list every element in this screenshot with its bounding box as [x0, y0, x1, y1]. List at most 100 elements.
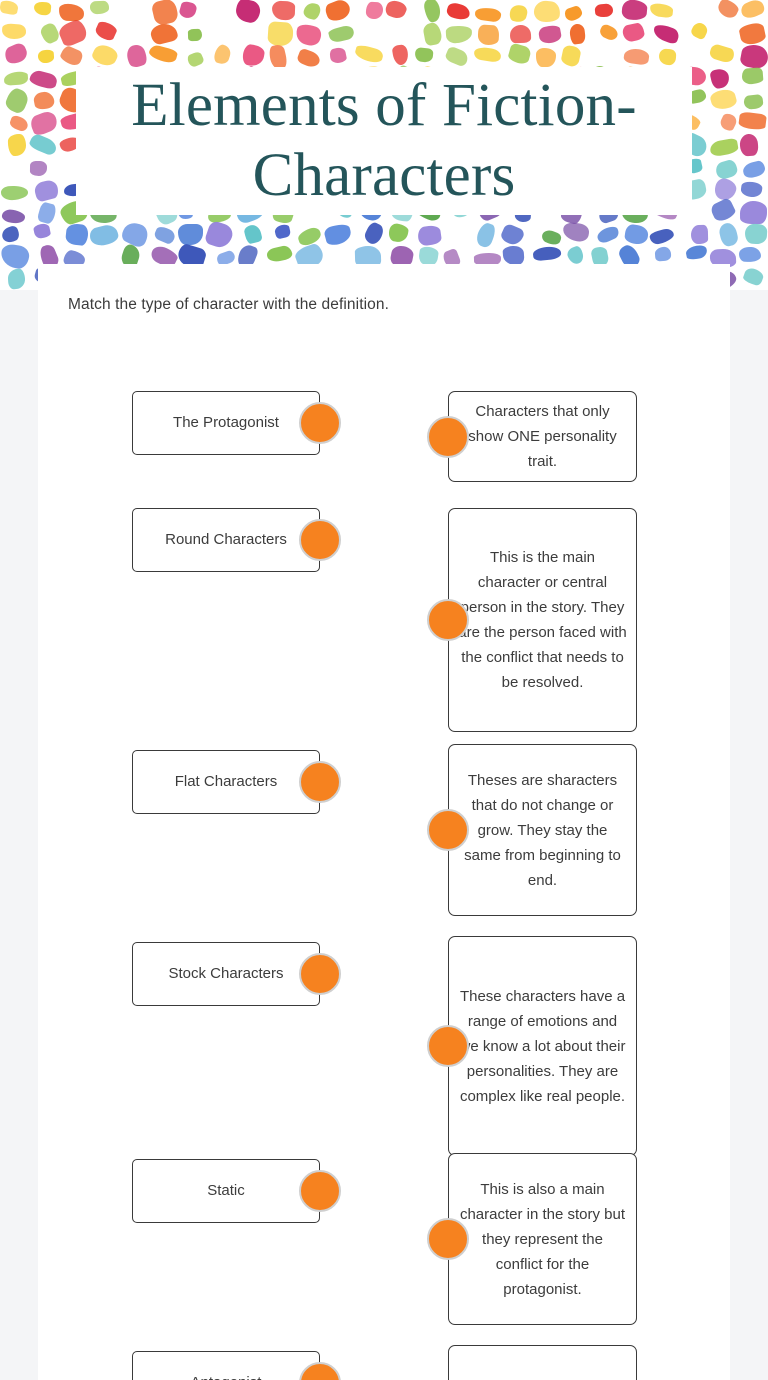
watercolor-stroke	[540, 227, 563, 247]
watercolor-stroke	[0, 243, 31, 270]
watercolor-stroke	[741, 66, 764, 85]
definition-box[interactable]: Characters that only show ONE personalit…	[448, 391, 637, 482]
watercolor-stroke	[565, 244, 586, 266]
header-banner: Elements of Fiction-Characters	[0, 0, 768, 290]
watercolor-stroke	[57, 18, 90, 49]
watercolor-stroke	[388, 222, 411, 244]
watercolor-stroke	[36, 200, 58, 225]
watercolor-stroke	[38, 21, 62, 46]
watercolor-stroke	[649, 226, 676, 246]
term-box[interactable]: Flat Characters	[132, 750, 320, 814]
term-box[interactable]: Stock Characters	[132, 942, 320, 1006]
definition-connector-dot[interactable]	[427, 1218, 469, 1260]
definition-box[interactable]: This is the main character or central pe…	[448, 508, 637, 732]
watercolor-stroke	[709, 138, 739, 158]
watercolor-stroke	[508, 3, 530, 24]
watercolor-stroke	[119, 219, 151, 250]
term-connector-dot[interactable]	[299, 402, 341, 444]
watercolor-stroke	[685, 244, 708, 261]
watercolor-stroke	[28, 68, 59, 90]
watercolor-stroke	[274, 223, 292, 240]
watercolor-stroke	[296, 47, 323, 69]
watercolor-stroke	[188, 29, 203, 42]
page-title: Elements of Fiction-Characters	[131, 72, 637, 209]
watercolor-stroke	[147, 43, 178, 65]
watercolor-stroke	[532, 0, 561, 23]
watercolor-stroke	[740, 180, 764, 200]
watercolor-stroke	[741, 265, 765, 287]
definition-box[interactable]: Theses are sharacters that do not change…	[448, 744, 637, 916]
watercolor-stroke	[153, 224, 177, 245]
watercolor-stroke	[58, 44, 85, 68]
watercolor-stroke	[271, 0, 295, 20]
watercolor-stroke	[327, 24, 356, 45]
watercolor-stroke	[651, 21, 681, 45]
watercolor-stroke	[737, 111, 768, 132]
watercolor-stroke	[477, 23, 501, 45]
watercolor-stroke	[743, 94, 764, 111]
definition-box[interactable]: These characters have a range of emotion…	[448, 936, 637, 1156]
watercolor-stroke	[391, 43, 410, 66]
term-box[interactable]: Static	[132, 1159, 320, 1223]
watercolor-stroke	[123, 42, 150, 70]
watercolor-stroke	[473, 6, 502, 24]
term-box[interactable]: Round Characters	[132, 508, 320, 572]
watercolor-stroke	[90, 41, 120, 69]
term-connector-dot[interactable]	[299, 761, 341, 803]
watercolor-stroke	[267, 21, 294, 47]
watercolor-stroke	[649, 2, 674, 18]
watercolor-stroke	[535, 47, 556, 67]
watercolor-stroke	[714, 158, 740, 181]
watercolor-stroke	[186, 50, 205, 69]
definition-connector-dot[interactable]	[427, 599, 469, 641]
term-label: Flat Characters	[174, 773, 278, 790]
watercolor-stroke	[293, 21, 324, 48]
watercolor-stroke	[58, 3, 85, 21]
definition-box[interactable]: This is also a main character in the sto…	[448, 1153, 637, 1325]
watercolor-stroke	[738, 21, 767, 47]
term-box[interactable]: Antagonist	[132, 1351, 320, 1380]
watercolor-stroke	[738, 133, 759, 157]
watercolor-stroke	[88, 222, 120, 248]
watercolor-stroke	[1, 23, 27, 41]
watercolor-stroke	[654, 246, 672, 262]
definition-connector-dot[interactable]	[427, 415, 469, 458]
watercolor-stroke	[708, 42, 736, 64]
watercolor-stroke	[267, 43, 289, 70]
watercolor-stroke	[568, 22, 586, 45]
term-connector-dot[interactable]	[299, 953, 341, 995]
definition-connector-dot[interactable]	[427, 1025, 469, 1067]
watercolor-stroke	[365, 1, 383, 20]
watercolor-stroke	[445, 25, 474, 44]
watercolor-stroke	[741, 160, 767, 180]
watercolor-stroke	[0, 0, 19, 16]
match-rows: The Protagonist Characters that only show…	[38, 324, 730, 1380]
watercolor-stroke	[1, 41, 29, 67]
watercolor-stroke	[28, 131, 59, 156]
definition-text: This is the main character or central pe…	[458, 549, 627, 691]
watercolor-stroke	[532, 246, 561, 262]
term-label: Stock Characters	[168, 965, 284, 982]
watercolor-stroke	[7, 268, 27, 289]
definition-box[interactable]: Characters who change and grow as the pl…	[448, 1345, 637, 1380]
term-box[interactable]: The Protagonist	[132, 391, 320, 455]
term-connector-dot[interactable]	[299, 519, 341, 561]
watercolor-stroke	[509, 24, 532, 44]
watercolor-stroke	[690, 224, 709, 244]
watercolor-stroke	[444, 44, 471, 68]
watercolor-stroke	[32, 178, 61, 203]
term-label: The Protagonist	[173, 414, 279, 431]
term-label: Antagonist	[191, 1373, 262, 1380]
watercolor-stroke	[148, 20, 179, 46]
watercolor-stroke	[623, 47, 651, 67]
watercolor-stroke	[29, 161, 47, 177]
watercolor-stroke	[241, 43, 266, 69]
watercolor-stroke	[688, 20, 709, 41]
definition-text: This is also a main character in the sto…	[459, 1180, 626, 1298]
definition-connector-dot[interactable]	[427, 809, 469, 851]
watercolor-stroke	[32, 90, 56, 112]
watercolor-stroke	[37, 49, 55, 64]
watercolor-stroke	[422, 0, 443, 24]
watercolor-stroke	[0, 224, 21, 245]
term-connector-dot[interactable]	[299, 1170, 341, 1212]
